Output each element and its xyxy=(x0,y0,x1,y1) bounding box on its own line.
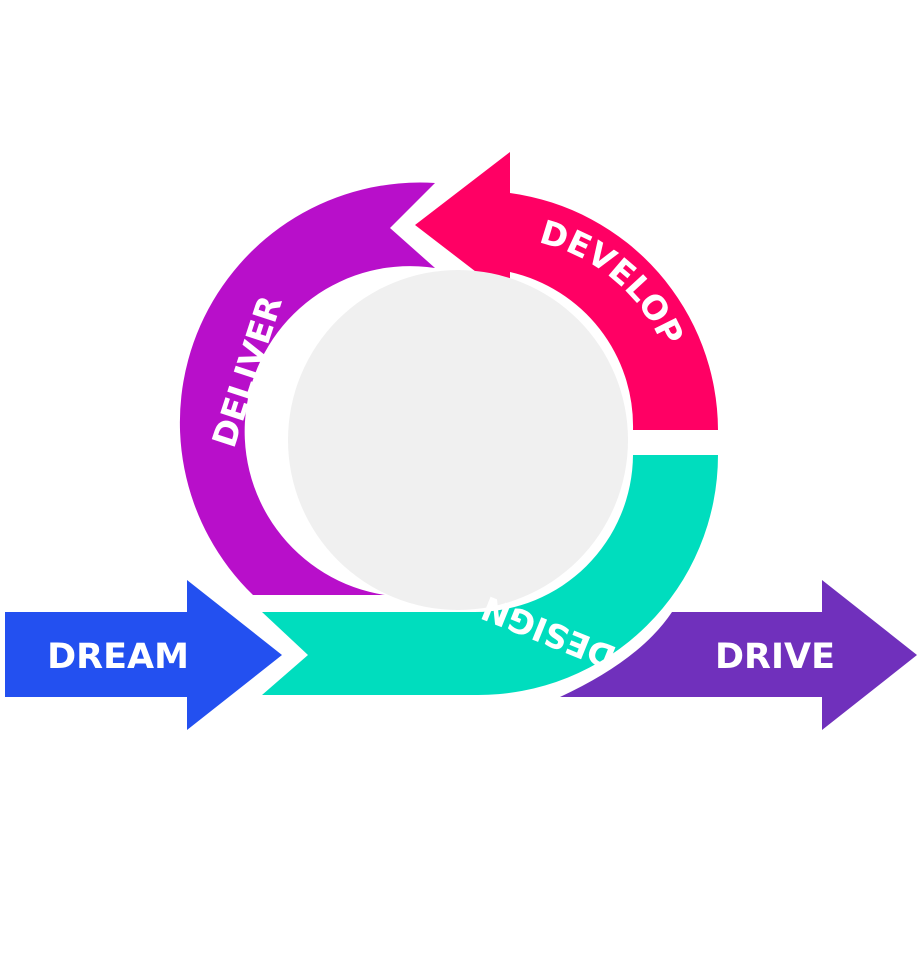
drive-arrow xyxy=(560,580,917,730)
develop-segment xyxy=(415,152,718,430)
drive-label: DRIVE xyxy=(715,637,835,677)
design-segment xyxy=(262,455,718,696)
deliver-segment xyxy=(179,182,435,596)
dream-label: DREAM xyxy=(47,637,189,677)
dream-arrow xyxy=(5,580,282,730)
center-circle xyxy=(288,270,628,610)
